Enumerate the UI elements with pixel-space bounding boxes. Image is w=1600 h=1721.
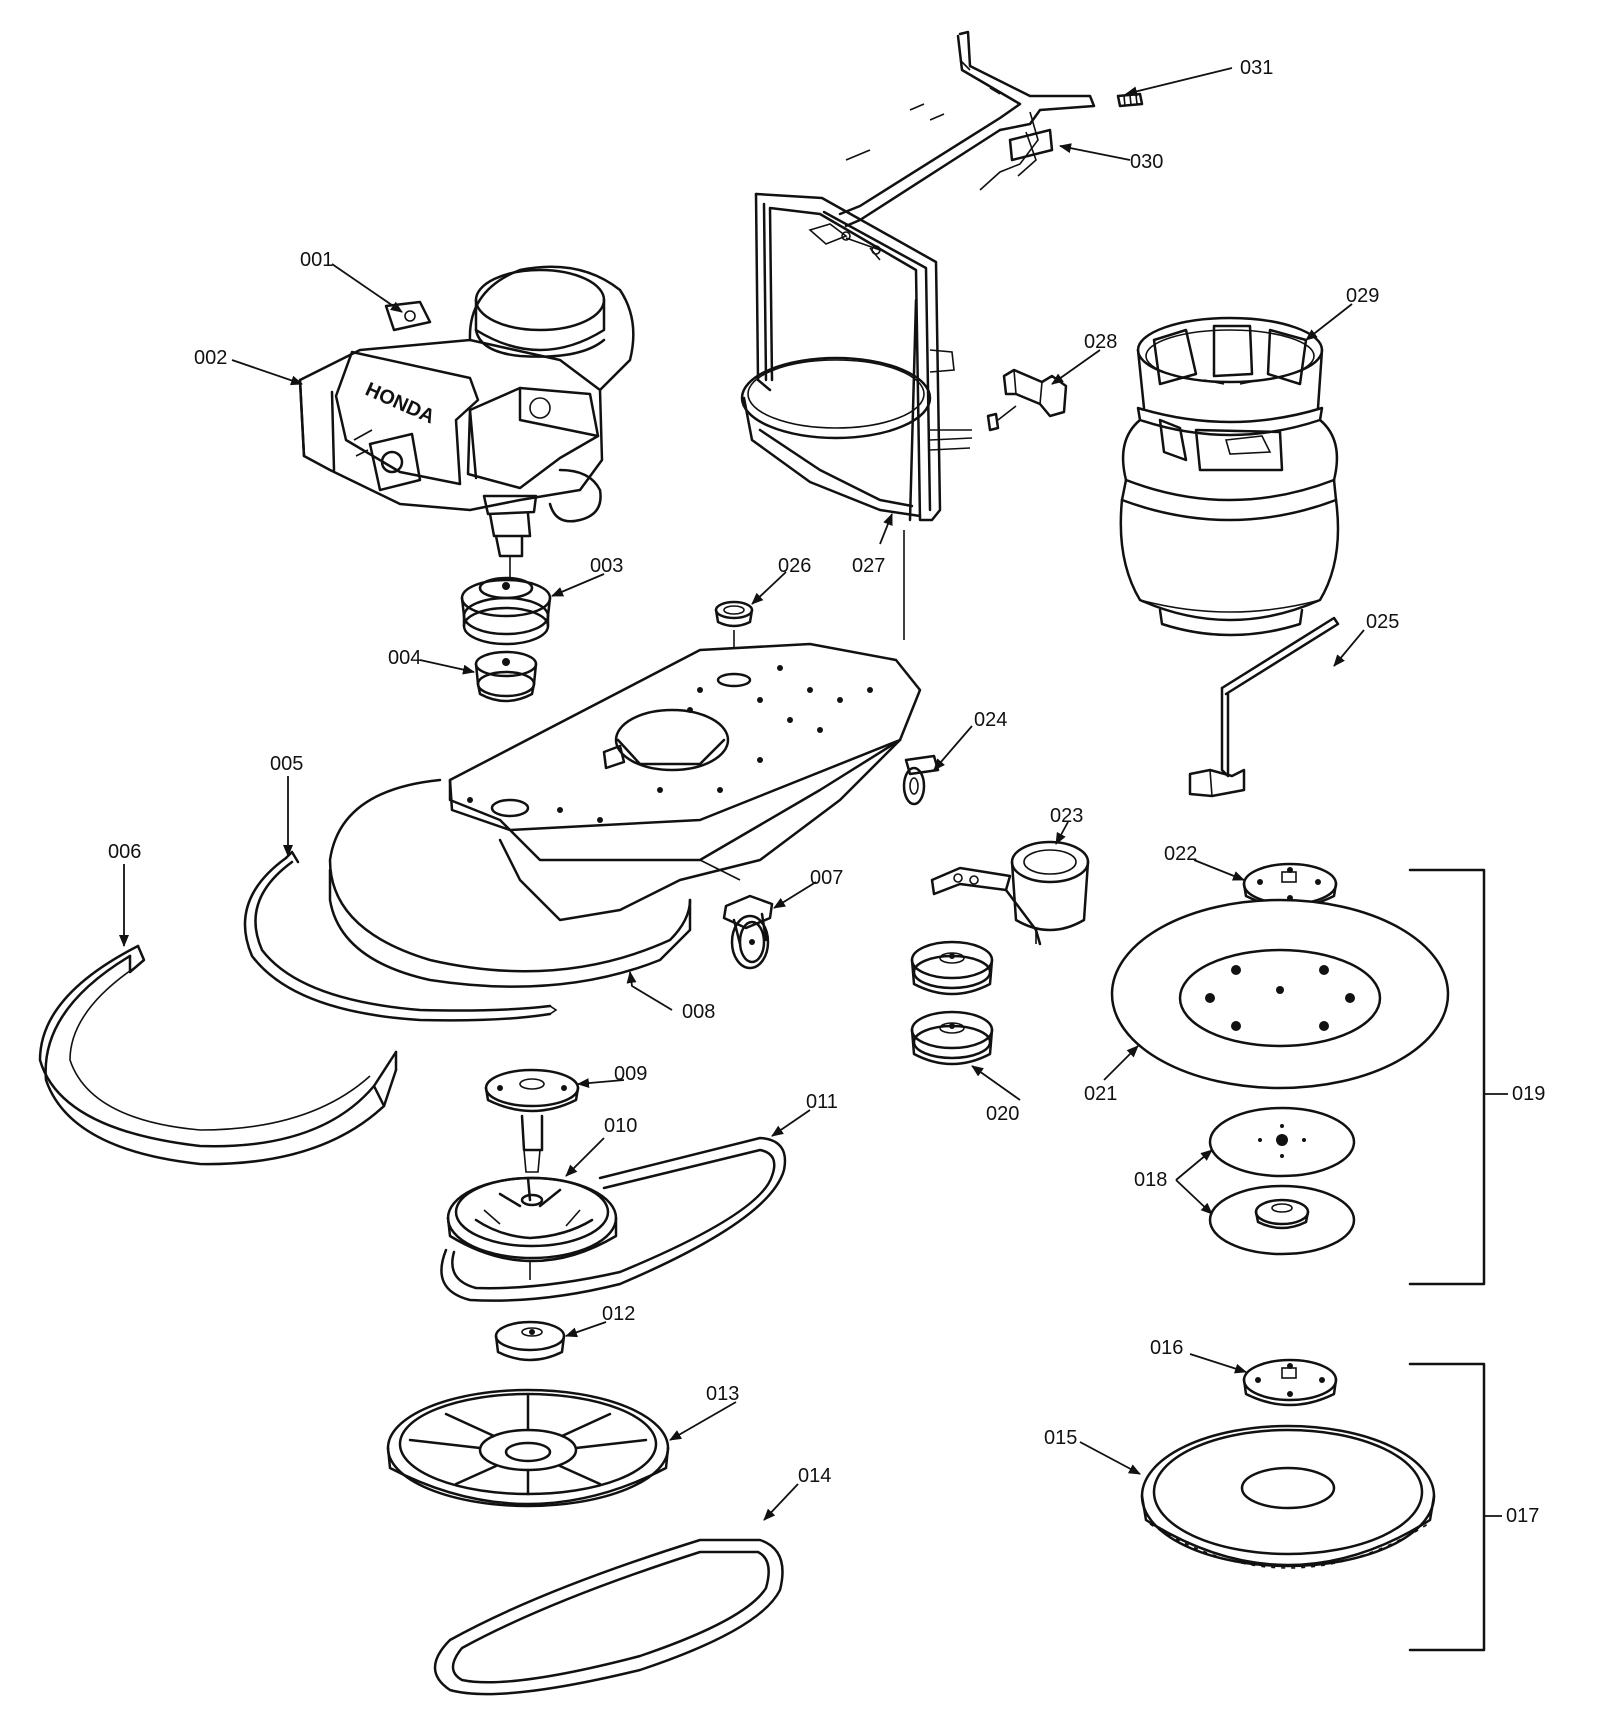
part-030-handle-bar: [838, 30, 1096, 228]
part-024-caster: [902, 754, 940, 806]
part-023-bracket: [930, 840, 1090, 946]
callout-027: 027: [852, 555, 885, 577]
callout-012: 012: [602, 1303, 635, 1325]
callout-017: 017: [1506, 1505, 1539, 1527]
part-028-bracket: [986, 368, 1068, 432]
callout-023: 023: [1050, 805, 1083, 827]
part-025-rod: [1188, 616, 1340, 798]
callout-004: 004: [388, 647, 421, 669]
part-014-belt: [433, 1538, 784, 1696]
part-006-bumper-ring: [38, 944, 398, 1166]
callout-015: 015: [1044, 1427, 1077, 1449]
callout-030: 030: [1130, 151, 1163, 173]
callout-031: 031: [1240, 57, 1273, 79]
callout-026: 026: [778, 555, 811, 577]
part-021-pad: [1110, 898, 1450, 1090]
part-012-small-pulley: [494, 1320, 566, 1362]
callout-007: 007: [810, 867, 843, 889]
part-011-belt: [440, 1136, 787, 1302]
callout-003: 003: [590, 555, 623, 577]
callout-005: 005: [270, 753, 303, 775]
part-003-pulley: [460, 576, 552, 646]
callout-021: 021: [1084, 1083, 1117, 1105]
callout-008: 008: [682, 1001, 715, 1023]
part-015-brush: [1140, 1424, 1436, 1569]
callout-011: 011: [806, 1091, 838, 1113]
callout-006: 006: [108, 841, 141, 863]
leader-arrows: [119, 67, 1508, 1521]
callout-013: 013: [706, 1383, 739, 1405]
part-016-hub: [1242, 1358, 1338, 1407]
callout-018: 018: [1134, 1169, 1167, 1191]
part-002-engine: HONDA: [298, 265, 635, 580]
part-026-cap: [714, 600, 754, 660]
callout-016: 016: [1150, 1337, 1183, 1359]
callout-019: 019: [1512, 1083, 1545, 1105]
honda-brand-text: HONDA: [362, 378, 438, 428]
callout-014: 014: [798, 1465, 831, 1487]
callout-025: 025: [1366, 611, 1399, 633]
callout-029: 029: [1346, 285, 1379, 307]
callout-020: 020: [986, 1103, 1019, 1125]
part-009-hub: [484, 1068, 580, 1173]
part-018-plates: [1208, 1106, 1356, 1256]
part-007-caster-wheel: [722, 894, 774, 970]
part-031-handle-grip: [1116, 92, 1144, 108]
callout-010: 010: [604, 1115, 637, 1137]
part-027-frame: [740, 192, 973, 640]
part-004-pulley: [474, 650, 538, 703]
part-013-drive-wheel: [386, 1388, 670, 1508]
part-010-pulley: [446, 1176, 618, 1263]
part-029-gas-tank: [1119, 316, 1340, 637]
callout-labels: 001 002 003 004 005 006 007 008 009 010 …: [108, 57, 1545, 1527]
callout-022: 022: [1164, 843, 1197, 865]
part-005-skirt-strip: [243, 850, 558, 1022]
callout-002: 002: [194, 347, 227, 369]
callout-028: 028: [1084, 331, 1117, 353]
callout-009: 009: [614, 1063, 647, 1085]
part-020-idler-pulleys: [910, 940, 994, 1066]
bracket-017: [1408, 1362, 1486, 1652]
bracket-019: [1408, 868, 1486, 1286]
part-022-hub: [1242, 862, 1338, 990]
callout-001: 001: [300, 249, 333, 271]
part-008-deck: [328, 642, 922, 988]
callout-024: 024: [974, 709, 1007, 731]
